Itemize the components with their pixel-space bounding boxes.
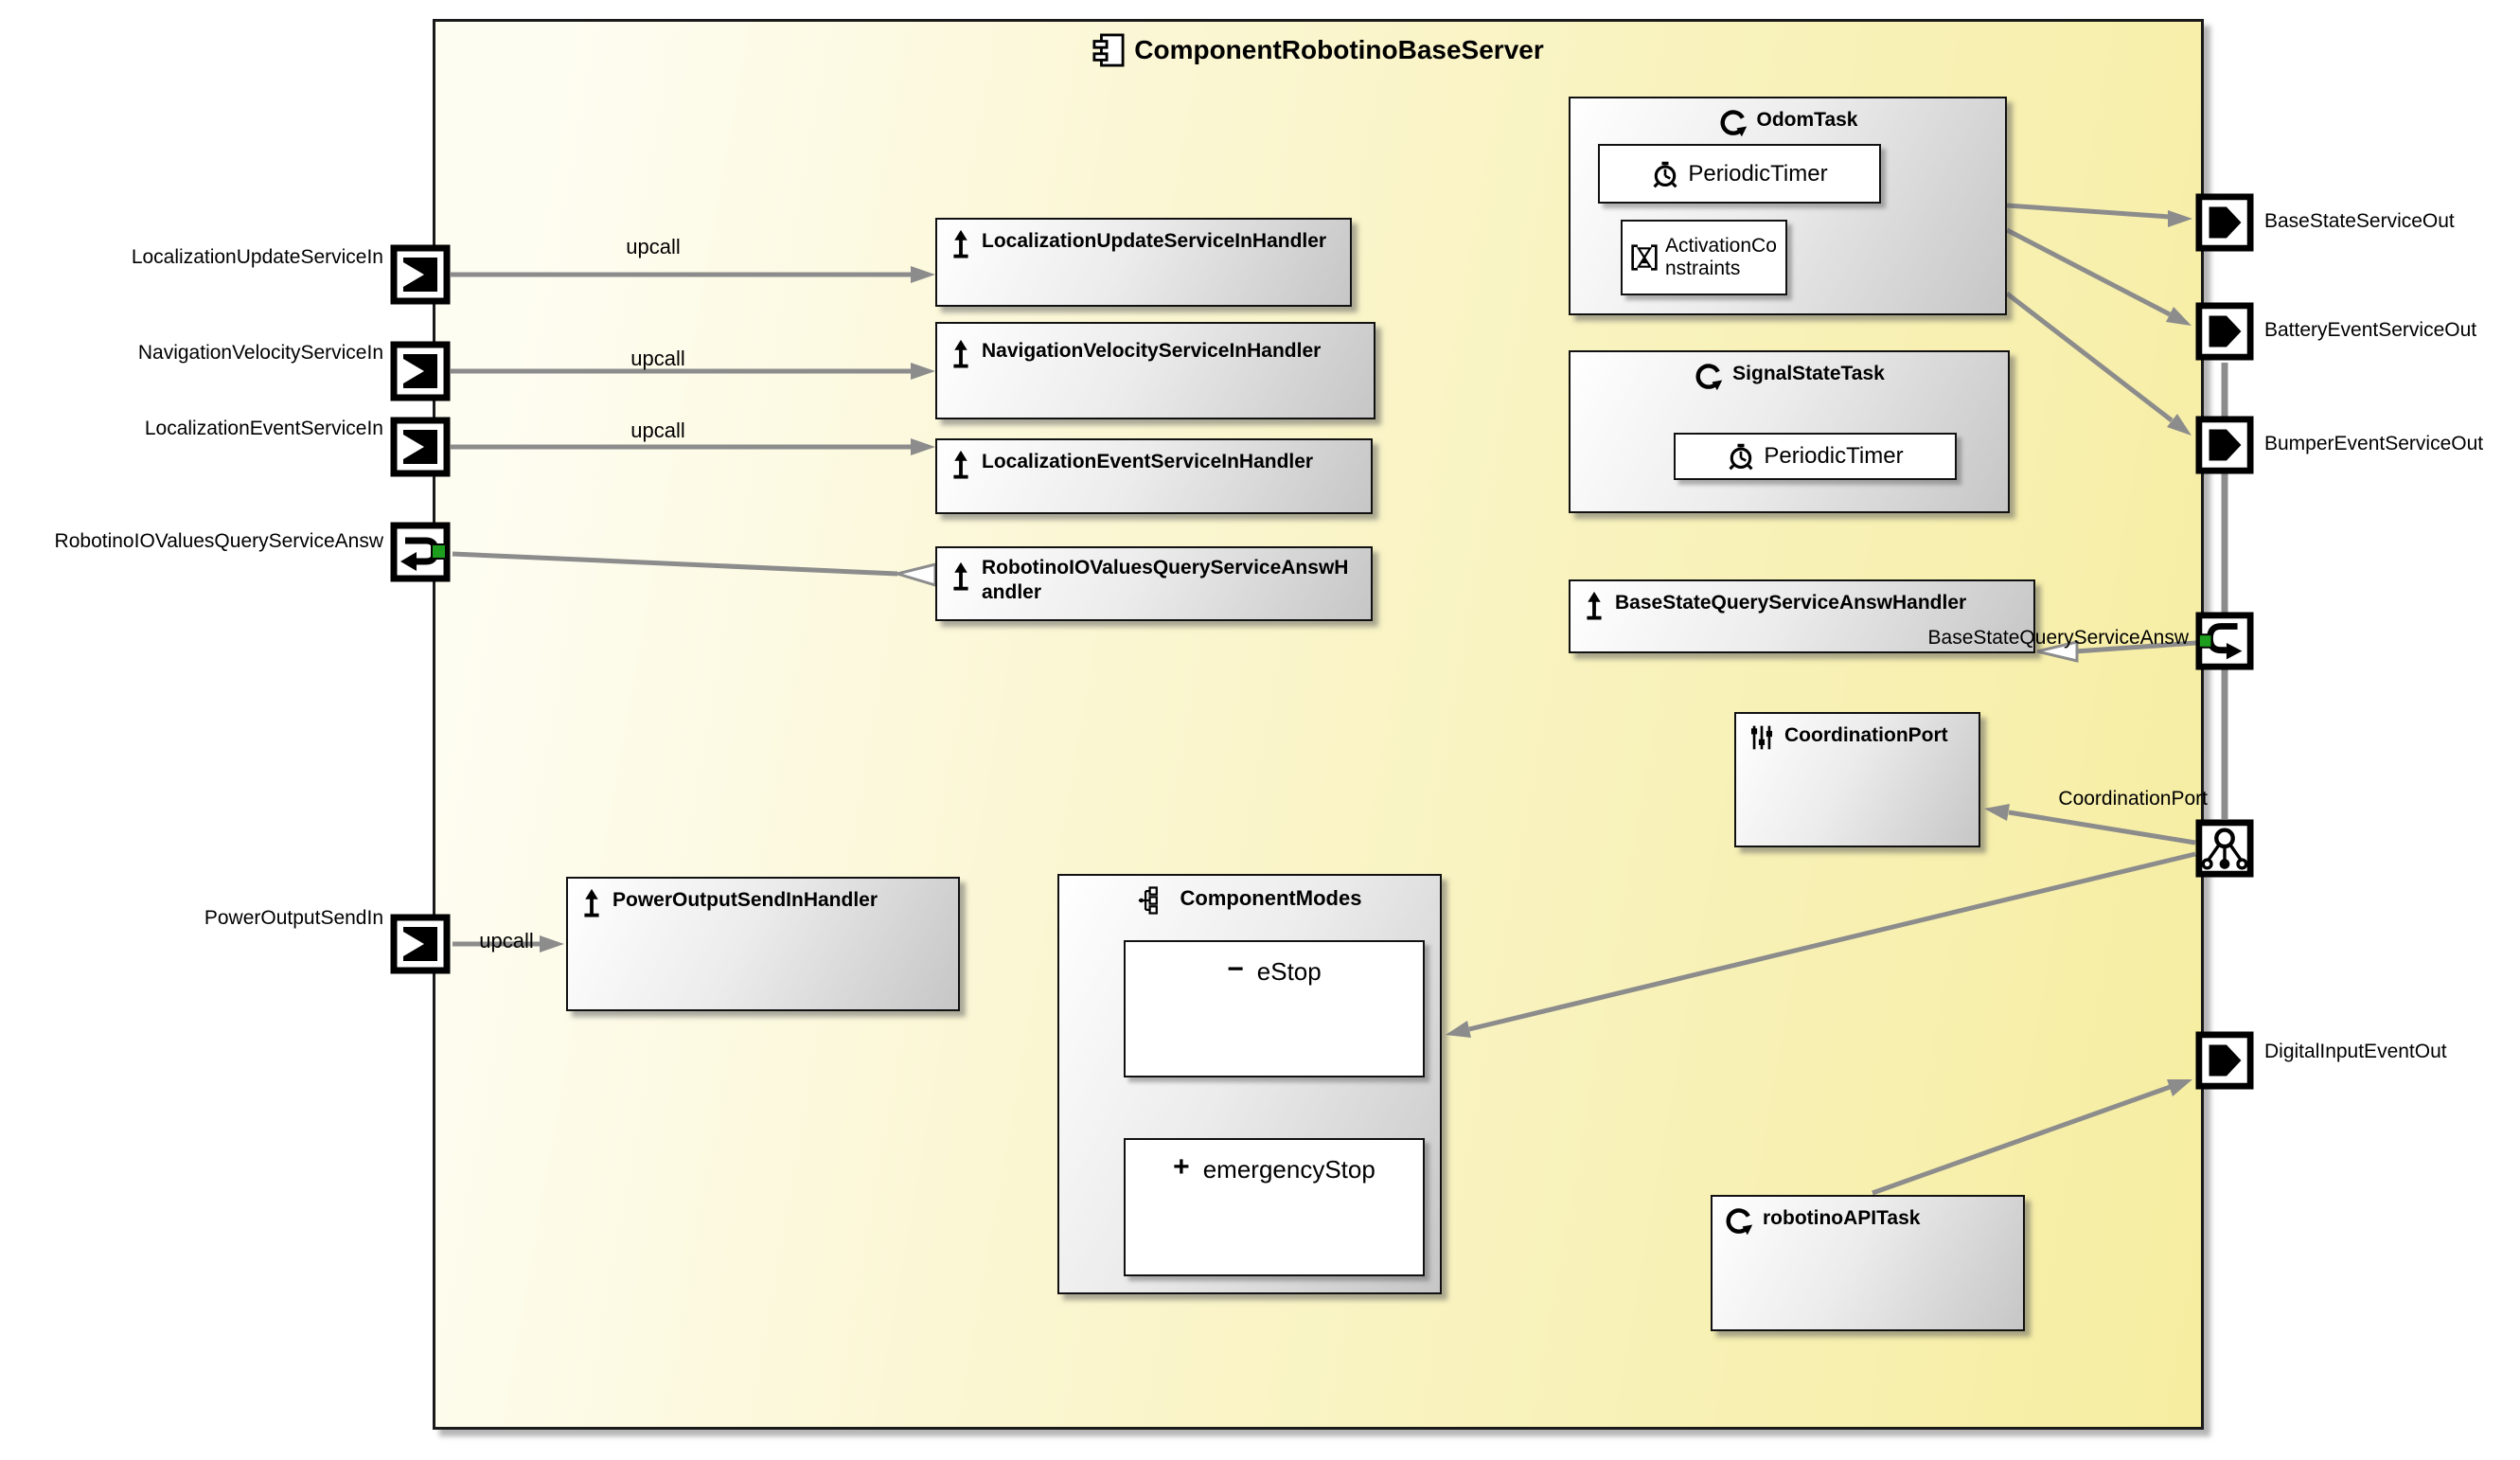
handler-title: PowerOutputSendInHandler xyxy=(612,889,878,911)
handler-navigation-velocity[interactable]: NavigationVelocityServiceInHandler xyxy=(935,322,1375,419)
handler-icon xyxy=(949,450,973,480)
port-label: BatteryEventServiceOut xyxy=(2264,319,2477,341)
component-title: ComponentRobotinoBaseServer xyxy=(1134,35,1544,64)
activation-constraints-icon xyxy=(1630,243,1659,272)
port-localization-update-service-in[interactable] xyxy=(390,244,451,305)
odom-activation-constraints[interactable]: ActivationConstraints xyxy=(1621,220,1787,295)
query-answer-in-port-icon xyxy=(394,525,447,579)
query-answer-out-port-icon xyxy=(2199,615,2250,667)
modes-title: ComponentModes xyxy=(1180,886,1362,910)
service-out-port-icon xyxy=(2199,1035,2250,1086)
port-base-state-query-service-answ[interactable] xyxy=(2195,612,2254,670)
mode-label: eStop xyxy=(1256,957,1322,986)
handler-icon xyxy=(949,339,973,369)
task-icon xyxy=(1718,108,1748,138)
sliders-icon xyxy=(1748,723,1776,752)
port-digital-input-event-out[interactable] xyxy=(2195,1031,2254,1090)
timer-label: PeriodicTimer xyxy=(1688,160,1828,187)
handler-localization-update[interactable]: LocalizationUpdateServiceInHandler xyxy=(935,218,1352,307)
send-in-port-icon xyxy=(394,917,447,970)
mode-label: emergencyStop xyxy=(1202,1155,1375,1184)
port-label: NavigationVelocityServiceIn xyxy=(137,342,383,364)
port-localization-event-service-in[interactable] xyxy=(390,417,451,477)
task-title: SignalStateTask xyxy=(1732,363,1885,384)
port-label: CoordinationPort xyxy=(2058,788,2208,810)
handler-localization-event[interactable]: LocalizationEventServiceInHandler xyxy=(935,438,1373,514)
port-label: DigitalInputEventOut xyxy=(2264,1041,2447,1062)
handler-icon xyxy=(949,561,973,592)
plus-icon: + xyxy=(1173,1151,1190,1183)
port-label: BaseStateQueryServiceAnsw xyxy=(1927,627,2189,649)
coordination-port-box[interactable]: CoordinationPort xyxy=(1734,712,1980,847)
port-robotino-io-values-query-service-answ[interactable] xyxy=(390,522,451,582)
odom-periodic-timer[interactable]: PeriodicTimer xyxy=(1598,144,1881,204)
port-bumper-event-service-out[interactable] xyxy=(2195,416,2254,474)
service-out-port-icon xyxy=(2199,419,2250,471)
task-title: OdomTask xyxy=(1756,109,1858,131)
task-icon xyxy=(1724,1206,1754,1237)
task-icon xyxy=(1694,362,1724,392)
task-title: robotinoAPITask xyxy=(1763,1207,1921,1229)
mode-estop[interactable]: − eStop xyxy=(1124,940,1425,1077)
modes-icon xyxy=(1138,885,1172,916)
port-label: LocalizationUpdateServiceIn xyxy=(131,246,383,268)
handler-title: RobotinoIOValuesQueryServiceAnswHandler xyxy=(982,557,1349,604)
port-label: RobotinoIOValuesQueryServiceAnsw xyxy=(54,530,383,552)
connection-label-upcall: upcall xyxy=(626,235,681,258)
handler-icon xyxy=(579,888,604,918)
port-label: BumperEventServiceOut xyxy=(2264,433,2484,454)
handler-icon xyxy=(1582,591,1606,621)
port-power-output-send-in[interactable] xyxy=(390,914,451,974)
periodic-timer-icon xyxy=(1727,442,1755,471)
port-coordination[interactable] xyxy=(2195,819,2254,878)
handler-title: LocalizationUpdateServiceInHandler xyxy=(982,230,1327,252)
task-odom[interactable]: OdomTask xyxy=(1569,97,2007,315)
component-icon xyxy=(1092,32,1125,68)
handler-title: LocalizationEventServiceInHandler xyxy=(982,451,1314,472)
handler-title: NavigationVelocityServiceInHandler xyxy=(982,340,1322,362)
coordination-title: CoordinationPort xyxy=(1784,724,1948,746)
periodic-timer-icon xyxy=(1651,160,1679,188)
timer-label: PeriodicTimer xyxy=(1764,443,1904,469)
signal-periodic-timer[interactable]: PeriodicTimer xyxy=(1674,433,1957,480)
service-out-port-icon xyxy=(2199,197,2250,248)
connection-label-upcall: upcall xyxy=(630,347,685,370)
port-label: LocalizationEventServiceIn xyxy=(144,418,383,439)
send-in-port-icon xyxy=(394,420,447,473)
component-header: ComponentRobotinoBaseServer xyxy=(433,28,2204,72)
handler-robotino-io-values-query[interactable]: RobotinoIOValuesQueryServiceAnswHandler xyxy=(935,546,1373,621)
coordination-port-icon xyxy=(2199,823,2250,874)
service-out-port-icon xyxy=(2199,306,2250,357)
task-signal-state[interactable]: SignalStateTask xyxy=(1569,350,2010,513)
connection-label-upcall: upcall xyxy=(630,418,685,442)
task-robotino-api[interactable]: robotinoAPITask xyxy=(1711,1195,2025,1331)
handler-power-output-send[interactable]: PowerOutputSendInHandler xyxy=(566,877,960,1011)
port-base-state-service-out[interactable] xyxy=(2195,193,2254,252)
minus-icon: − xyxy=(1227,953,1244,985)
port-battery-event-service-out[interactable] xyxy=(2195,302,2254,361)
handler-title: BaseStateQueryServiceAnswHandler xyxy=(1615,592,1967,614)
send-in-port-icon xyxy=(394,345,447,398)
port-label: PowerOutputSendIn xyxy=(204,907,383,929)
handler-base-state-query[interactable]: BaseStateQueryServiceAnswHandler xyxy=(1569,579,2035,653)
send-in-port-icon xyxy=(394,248,447,301)
constraints-label: ActivationConstraints xyxy=(1665,235,1777,279)
mode-emergency-stop[interactable]: + emergencyStop xyxy=(1124,1138,1425,1276)
handler-icon xyxy=(949,229,973,259)
connection-label-upcall: upcall xyxy=(479,929,534,953)
port-label: BaseStateServiceOut xyxy=(2264,210,2455,232)
port-navigation-velocity-service-in[interactable] xyxy=(390,341,451,401)
